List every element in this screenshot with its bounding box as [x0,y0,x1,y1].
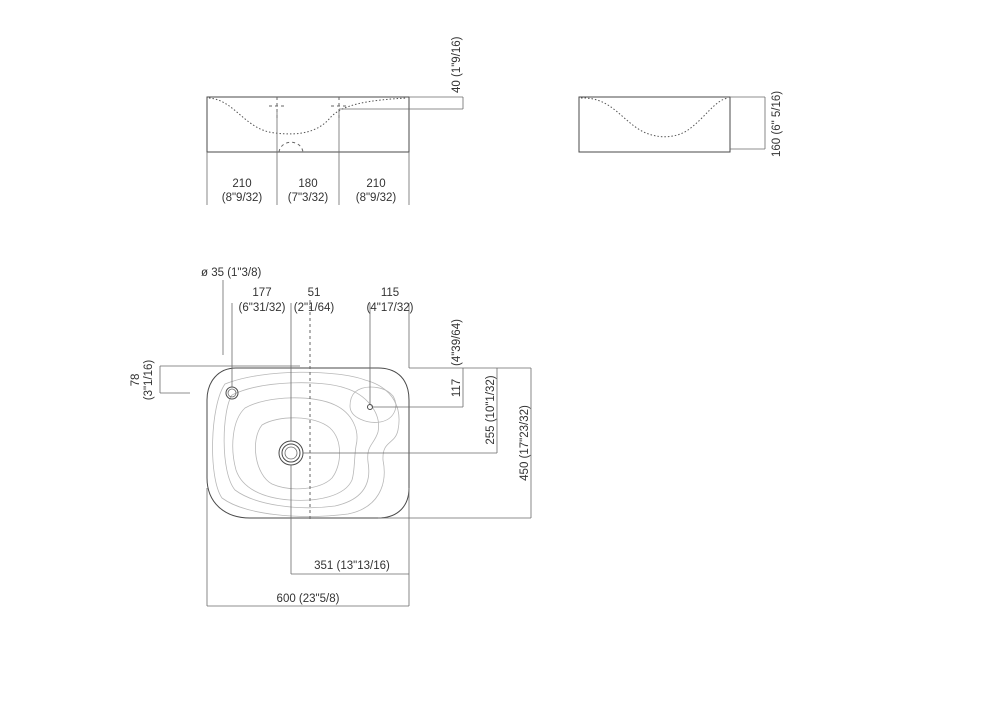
dim-255-label: 255 (10"1/32) [485,375,497,444]
side-view-basin-profile [580,97,729,138]
width-middle-label: 180 [298,178,317,190]
front-view-basin-profile [208,97,408,135]
rim-depth-label: 40 (1"9/16) [451,36,463,93]
dim-78-label: 78 [130,374,142,387]
overflow-hole-inner [227,388,237,398]
hole-diameter-label: ø 35 (1"3/8) [201,267,262,279]
side-height-label: 160 (6" 5/16) [771,91,783,157]
dim-78-in-label: (3"1/16) [143,360,155,401]
side-view: 160 (6" 5/16) [578,91,783,157]
dim-115-in-label: (4"17/32) [367,302,414,314]
width-middle-in-label: (7"3/32) [288,192,329,204]
dim-115-label: 115 [381,287,399,299]
front-view: 40 (1"9/16) 210 (8"9/32) 180 (7"3/32) 21… [206,36,464,205]
width-left-in-label: (8"9/32) [222,192,263,204]
width-right-label: 210 [366,178,385,190]
drain-mid [281,443,301,463]
width-right-in-label: (8"9/32) [356,192,397,204]
basin-contour-3 [232,397,358,501]
top-view: ø 35 (1"3/8) 177 (6"31/32) 51 (2"1/64) 1… [130,267,532,607]
dim-117-in-label: (4"39/64) [451,319,463,366]
top-view-outline [206,367,410,519]
front-view-outline [206,96,410,153]
basin-contour-1 [212,371,400,517]
dim-351-label: 351 (13"13/16) [314,560,390,572]
side-view-outline [578,96,731,153]
dim-177-in-label: (6"31/32) [239,302,286,314]
dim-177-label: 177 [252,287,271,299]
faucet-hole [367,404,373,410]
dim-600-label: 600 (23"5/8) [277,593,340,605]
drain-inner [284,446,298,460]
drain-outer [278,440,304,466]
shelf-contour [349,386,397,423]
basin-contour-2 [223,382,379,509]
basin-contour-4 [255,417,341,490]
dim-450-label: 450 (17"23/32) [519,405,531,481]
dim-51-in-label: (2"1/64) [294,302,335,314]
front-view-drain [278,141,304,153]
dim-51-label: 51 [308,287,321,299]
width-left-label: 210 [232,178,251,190]
dim-117-label: 117 [451,379,463,397]
